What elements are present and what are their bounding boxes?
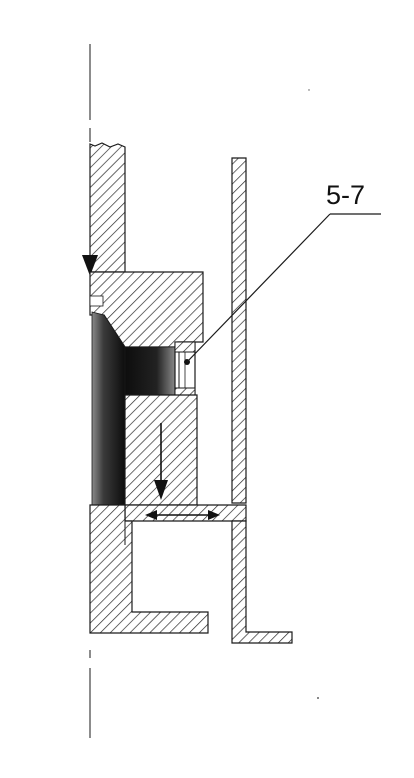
lower-angle	[231, 520, 293, 644]
shaded-neck	[124, 346, 179, 396]
connecting-plate	[124, 504, 247, 522]
speck	[308, 89, 310, 91]
gap	[89, 295, 104, 307]
plate-double-arrow-icon	[145, 510, 220, 520]
right-wall	[231, 157, 247, 504]
callout-leader	[186, 213, 381, 363]
callout-label-5-7: 5-7	[326, 180, 366, 210]
direction-marker-icon	[82, 255, 98, 276]
upper-shaft	[89, 142, 126, 273]
shaded-cavity	[91, 311, 126, 506]
motion-arrow-icon	[154, 423, 168, 500]
speck	[317, 697, 319, 699]
lower-base	[89, 504, 209, 634]
ring-part	[174, 341, 196, 399]
